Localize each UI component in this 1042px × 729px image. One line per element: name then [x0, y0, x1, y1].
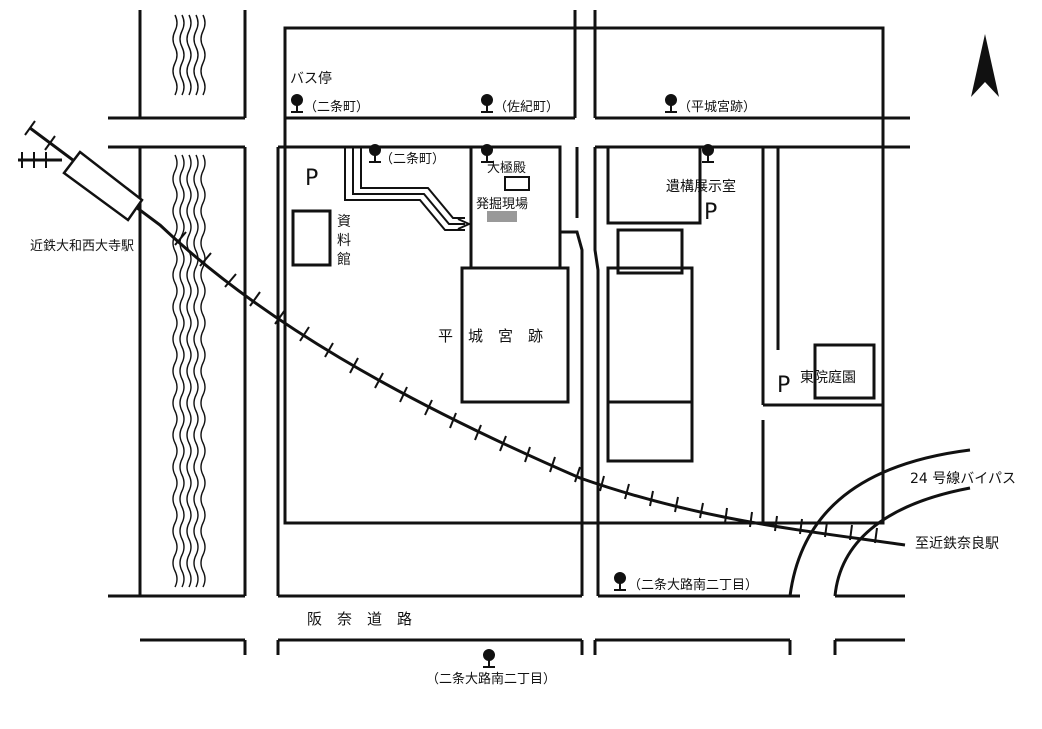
parking-mark-iko: P — [704, 200, 717, 225]
label-nijo-south-1: （二条大路南二丁目） — [628, 577, 758, 593]
shiryokan-building — [291, 209, 332, 267]
bus-stop-icon — [702, 144, 714, 163]
parking-mark-toin: P — [777, 373, 790, 398]
label-shiryokan-1: 資 — [337, 214, 351, 230]
walking-route — [344, 147, 472, 231]
iko-building — [606, 145, 702, 225]
bus-stop-icon — [481, 144, 493, 163]
heijo-main-block — [460, 266, 570, 404]
label-hanna: 阪 奈 道 路 — [307, 610, 412, 628]
label-route24: 24 号線バイパス — [910, 471, 1016, 487]
label-saki: （佐紀町） — [494, 100, 559, 115]
label-kintetsu-yamato: 近鉄大和西大寺駅 — [30, 239, 134, 254]
label-nijo-south-2: （二条大路南二丁目） — [426, 671, 556, 687]
label-daigokuden: 大極殿 — [487, 160, 526, 176]
bus-stop-icon — [483, 649, 495, 668]
heijo-site-boundary — [283, 26, 885, 525]
parking-mark-west: P — [305, 166, 318, 191]
north-arrow-icon — [971, 34, 999, 97]
river-icon — [172, 14, 206, 588]
bus-stop-icon — [369, 144, 381, 163]
label-nijo-mid: （二条町） — [380, 151, 445, 167]
east-hall-top — [616, 228, 684, 275]
route24-bypass — [788, 448, 971, 597]
bus-stop-label: バス停 — [290, 70, 332, 87]
label-nijo-top: （二条町） — [304, 99, 369, 115]
label-toin: 東院庭園 — [800, 369, 856, 386]
daigokuden-marker — [504, 176, 530, 191]
station-icon — [62, 150, 144, 222]
bus-stop-icon — [481, 94, 493, 113]
label-heijo-main: 平 城 宮 跡 — [438, 327, 543, 345]
railway-icon — [18, 120, 906, 547]
east-long-block — [606, 266, 694, 463]
label-heijo-top: （平城宮跡） — [678, 99, 756, 115]
map-labels: バス停 （二条町） （佐紀町） （平城宮跡） （二条町） 大極殿 発掘現場 資 … — [30, 70, 1016, 687]
bus-stop-icon — [665, 94, 677, 113]
buildings — [291, 145, 876, 463]
label-shiryokan-3: 館 — [337, 251, 351, 268]
bus-stop-icon — [291, 94, 303, 113]
bus-stop-icons — [291, 94, 714, 668]
excavation-site — [487, 211, 517, 222]
toin-building — [813, 343, 876, 400]
label-iko: 遺構展示室 — [666, 178, 736, 195]
label-shiryokan-2: 料 — [337, 233, 351, 249]
label-excavation: 発掘現場 — [476, 197, 528, 212]
bus-stop-icon — [614, 572, 626, 591]
label-kintetsu-nara: 至近鉄奈良駅 — [915, 536, 999, 552]
